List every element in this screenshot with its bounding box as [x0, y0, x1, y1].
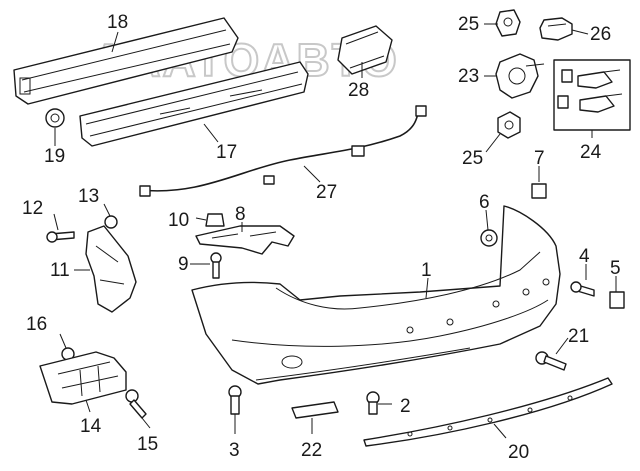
callout-7: 7	[534, 148, 545, 169]
part-18-reinforcement-beam	[13, 17, 239, 105]
callout-19: 19	[44, 146, 65, 167]
part-22-reflector	[291, 401, 339, 419]
part-3-bolt	[228, 385, 242, 415]
part-13-clip	[104, 215, 118, 229]
part-27-wiring-harness	[139, 105, 427, 197]
part-21-bolt	[535, 351, 567, 371]
part-25-retainer-top	[495, 9, 521, 37]
part-19-nut	[45, 108, 65, 128]
callout-24: 24	[580, 142, 602, 163]
part-25-retainer-bottom	[497, 111, 521, 139]
part-26-clip	[539, 17, 573, 41]
part-10-clip	[205, 213, 225, 227]
part-20-lower-moulding	[363, 377, 613, 447]
callout-labels: 18 17 19 28 25 26 23 25 24 27 7 12 13 10…	[22, 12, 621, 463]
part-6-nut	[480, 229, 498, 247]
part-5-clip	[609, 291, 625, 309]
callout-20: 20	[508, 442, 529, 463]
callout-10: 10	[168, 210, 189, 231]
callout-21: 21	[568, 326, 589, 347]
part-23-parking-sensor	[495, 53, 545, 99]
callout-2: 2	[400, 396, 411, 417]
part-8-bracket	[195, 225, 295, 255]
callout-12: 12	[22, 198, 43, 219]
callout-1: 1	[421, 260, 432, 281]
callout-4: 4	[579, 246, 590, 267]
callout-25-bottom: 25	[462, 148, 483, 169]
part-9-bolt	[210, 252, 222, 279]
part-12-bolt	[46, 231, 75, 243]
part-11-side-bracket	[85, 225, 137, 313]
callout-16: 16	[26, 314, 47, 335]
callout-9: 9	[178, 254, 189, 275]
callout-17: 17	[216, 142, 237, 163]
leader-lines	[53, 23, 617, 439]
part-28-sensor-module	[337, 25, 393, 75]
callout-6: 6	[479, 192, 490, 213]
part-14-lower-bracket	[39, 351, 127, 405]
callout-3: 3	[229, 440, 240, 461]
part-17-energy-absorber	[79, 61, 309, 147]
callout-14: 14	[80, 416, 102, 437]
callout-11: 11	[50, 260, 70, 281]
callout-15: 15	[137, 434, 158, 455]
part-1-bumper-cover	[191, 205, 561, 385]
callout-25-top: 25	[458, 14, 479, 35]
part-15-bolt	[125, 389, 147, 419]
callout-27: 27	[316, 182, 337, 203]
callout-8: 8	[235, 204, 246, 225]
callout-28: 28	[348, 80, 369, 101]
callout-13: 13	[78, 186, 99, 207]
callout-26: 26	[590, 24, 611, 45]
callout-22: 22	[301, 440, 322, 461]
callout-18: 18	[107, 12, 128, 33]
part-24-sensor-kit	[553, 59, 631, 131]
part-2-bolt	[366, 391, 380, 415]
callout-23: 23	[458, 66, 479, 87]
callout-5: 5	[610, 258, 621, 279]
part-4-bolt	[570, 281, 595, 297]
part-7-clip	[531, 183, 547, 199]
